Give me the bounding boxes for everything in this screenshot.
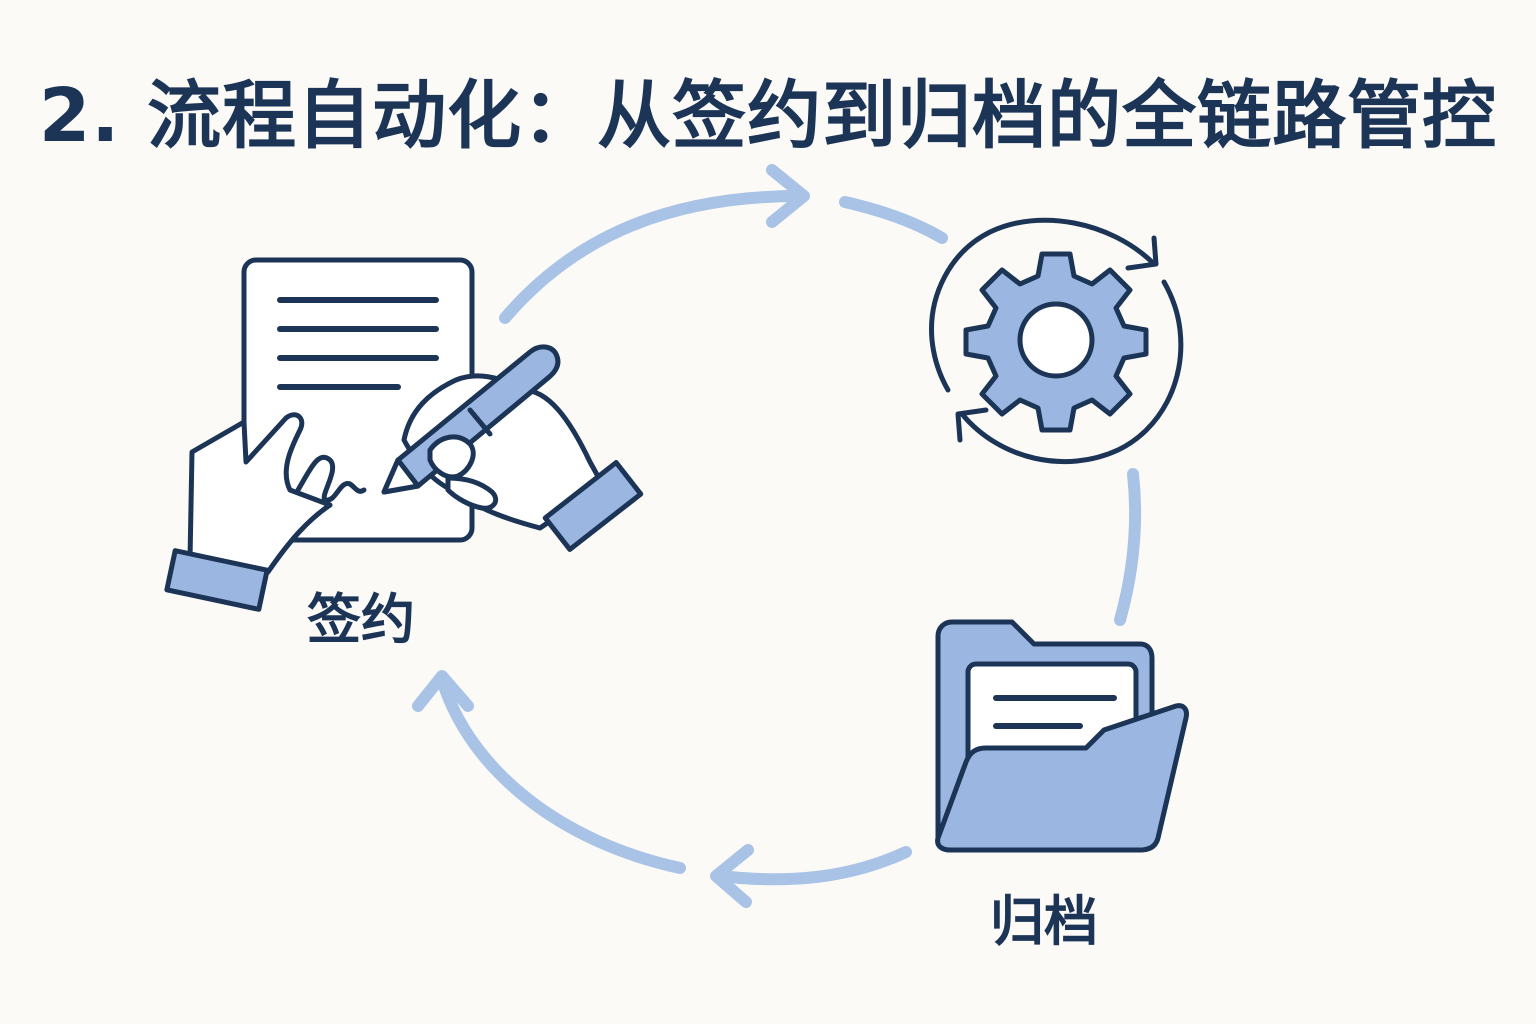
arc-top-right-segment (839, 196, 948, 244)
arrow-archive-to-sign (714, 846, 912, 886)
cycle-arrows (412, 164, 1142, 908)
arc-left-segment (436, 674, 686, 874)
signing-contract-icon (164, 257, 644, 612)
archive-folder-icon (935, 619, 1189, 853)
arrow-head-top (766, 164, 810, 228)
gear-cycle-icon (929, 217, 1184, 464)
arrow-head-bottom (710, 844, 754, 908)
arrow-sign-to-gear (499, 190, 806, 324)
arc-right-segment (1114, 468, 1142, 626)
node-label-archive: 归档 (990, 890, 1098, 953)
page-title: 2. 流程自动化：从签约到归档的全链路管控 (38, 73, 1498, 159)
node-label-sign: 签约 (307, 588, 415, 651)
arrow-head-left (412, 670, 474, 712)
